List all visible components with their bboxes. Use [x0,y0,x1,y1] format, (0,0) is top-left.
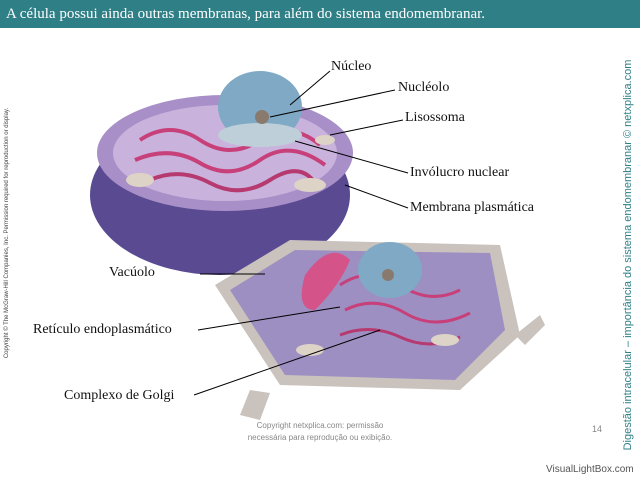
cell-illustration [40,45,560,445]
label-complexo-golgi: Complexo de Golgi [64,388,174,404]
label-vacuolo: Vacúolo [109,265,155,281]
label-membrana-plasmatica: Membrana plasmática [410,200,534,216]
footer-line-1: Copyright netxplica.com: permissão [215,420,425,432]
label-involucro-nuclear: Invólucro nuclear [410,165,509,181]
label-lisossoma: Lisossoma [405,110,465,126]
slide-title: A célula possui ainda outras membranas, … [0,0,640,28]
copyright-vertical-text: Copyright © The McGraw-Hill Companies, I… [4,53,16,413]
page-number: 14 [592,424,602,434]
footer-line-2: necessária para reprodução ou exibição. [215,432,425,444]
footer-copyright: Copyright netxplica.com: permissão neces… [215,420,425,444]
watermark-text[interactable]: VisualLightBox.com [546,464,634,475]
series-vertical-title: Digestão intracelular – importância do s… [622,55,638,455]
label-nucleolo: Nucléolo [398,80,449,96]
label-reticulo-endoplasmatico: Retículo endoplasmático [33,322,172,338]
label-nucleo: Núcleo [331,59,371,75]
